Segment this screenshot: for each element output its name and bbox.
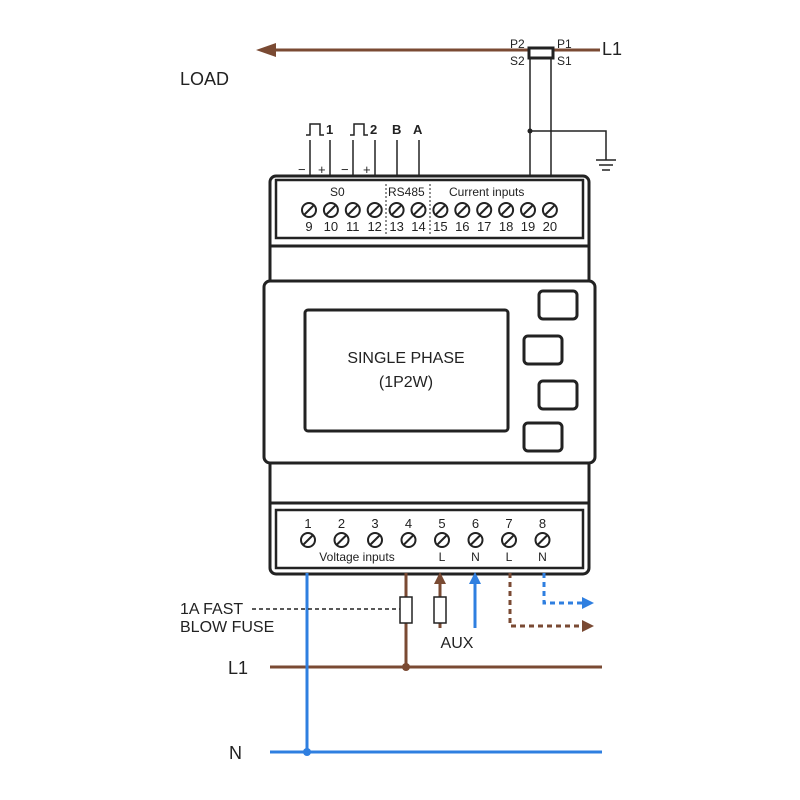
terminal-number-15: 15: [433, 219, 447, 234]
terminal-screw-5-slot: [436, 534, 448, 546]
ct-s1-label: S1: [557, 54, 572, 68]
pulse2-minus-sign: −: [341, 162, 349, 177]
load-arrowhead: [256, 43, 276, 57]
ct-p2-label: P2: [510, 37, 525, 51]
meter-button-3[interactable]: [537, 379, 579, 411]
fuse-aux: [433, 596, 447, 624]
terminal-number-6: 6: [472, 516, 479, 531]
pulse-label-2: 2: [370, 122, 377, 137]
terminal-screw-20-slot: [544, 204, 556, 216]
terminal-number-18: 18: [499, 219, 513, 234]
terminal-screw-19-slot: [522, 204, 534, 216]
terminal-number-20: 20: [543, 219, 557, 234]
pulse-icon-1: [306, 123, 324, 136]
terminal-screw-11-slot: [347, 204, 359, 216]
terminal-number-5: 5: [438, 516, 445, 531]
rs485-a-label: A: [413, 122, 423, 137]
output-l-arrowhead: [582, 620, 594, 632]
ground-icon: [596, 159, 616, 171]
output-n-wire: [542, 573, 584, 605]
s0-label: S0: [330, 185, 345, 199]
terminal-sublabel-6: N: [471, 550, 480, 564]
live-junction: [402, 663, 410, 671]
meter-button-1[interactable]: [537, 289, 579, 321]
terminal-screw-15-slot: [435, 204, 446, 216]
terminal-sublabel-8: N: [538, 550, 547, 564]
fuse-term4: [399, 596, 413, 624]
terminal-number-9: 9: [305, 219, 312, 234]
ground-wire: [530, 130, 607, 160]
lcd-display: [303, 308, 510, 433]
terminal-screw-10-slot: [325, 204, 337, 216]
l1-bottom-label: L1: [228, 658, 248, 678]
terminal-screw-9-slot: [303, 204, 315, 216]
voltage-inputs-label: Voltage inputs: [319, 550, 394, 564]
terminal-sublabel-5: L: [439, 550, 446, 564]
meter-button-2[interactable]: [522, 334, 564, 366]
bottom-terminal-block: [274, 508, 585, 570]
terminal-screw-8-slot: [537, 534, 548, 546]
terminal-screw-12-slot: [369, 204, 380, 216]
n-label: N: [229, 743, 242, 763]
terminal-number-16: 16: [455, 219, 469, 234]
pulse-label-1: 1: [326, 122, 333, 137]
terminal-number-17: 17: [477, 219, 491, 234]
terminal-screw-6-slot: [470, 534, 481, 546]
aux-label: AUX: [441, 635, 474, 652]
output-n-arrowhead: [582, 597, 594, 609]
pulse2-plus-sign: +: [363, 162, 371, 177]
aux-l-arrowhead: [434, 572, 446, 584]
fuse-label-line2: BLOW FUSE: [180, 619, 274, 636]
terminal-number-7: 7: [505, 516, 512, 531]
l1-top-label: L1: [602, 39, 622, 59]
terminal-number-2: 2: [338, 516, 345, 531]
load-label: LOAD: [180, 69, 229, 89]
terminal-number-8: 8: [539, 516, 546, 531]
terminal-screw-1-slot: [302, 534, 314, 546]
terminal-screw-13-slot: [391, 204, 402, 216]
terminal-screw-2-slot: [336, 534, 347, 546]
display-line-2: (1P2W): [379, 374, 433, 391]
terminal-number-3: 3: [371, 516, 378, 531]
terminal-number-4: 4: [405, 516, 412, 531]
pulse1-minus-sign: −: [298, 162, 306, 177]
terminal-screw-16-slot: [457, 204, 468, 216]
terminal-number-10: 10: [324, 219, 338, 234]
terminal-screw-17-slot: [478, 204, 490, 216]
terminal-screw-7-slot: [503, 534, 515, 546]
top-terminals: 9 10 11 12 13 14 15 16 17 18 19 20: [301, 202, 558, 234]
terminal-screw-4-slot: [403, 534, 414, 546]
terminal-number-12: 12: [367, 219, 381, 234]
ground-junction: [527, 128, 533, 134]
fuse-label-line1: 1A FAST: [180, 601, 243, 618]
current-transformer: [527, 46, 555, 60]
rs485-b-label: B: [392, 122, 401, 137]
terminal-screw-3-slot: [369, 534, 381, 546]
display-line-1: SINGLE PHASE: [347, 350, 464, 367]
ct-p1-label: P1: [557, 37, 572, 51]
terminal-number-19: 19: [521, 219, 535, 234]
output-l-wire: [508, 573, 584, 628]
terminal-number-11: 11: [346, 219, 360, 234]
aux-n-arrowhead: [469, 572, 481, 584]
neutral-junction: [303, 748, 311, 756]
rs485-label: RS485: [388, 185, 425, 199]
terminal-number-13: 13: [389, 219, 403, 234]
pulse-icon-2: [350, 123, 368, 136]
meter-button-4[interactable]: [522, 421, 564, 453]
ct-s2-label: S2: [510, 54, 525, 68]
bottom-terminals: 1 2 3 4 5L 6N 7L 8N: [300, 516, 551, 564]
terminal-screw-14-slot: [413, 204, 424, 216]
terminal-screw-18-slot: [500, 204, 512, 216]
current-inputs-label: Current inputs: [449, 185, 524, 199]
terminal-number-1: 1: [304, 516, 311, 531]
pulse1-plus-sign: +: [318, 162, 326, 177]
terminal-number-14: 14: [411, 219, 425, 234]
terminal-sublabel-7: L: [506, 550, 513, 564]
